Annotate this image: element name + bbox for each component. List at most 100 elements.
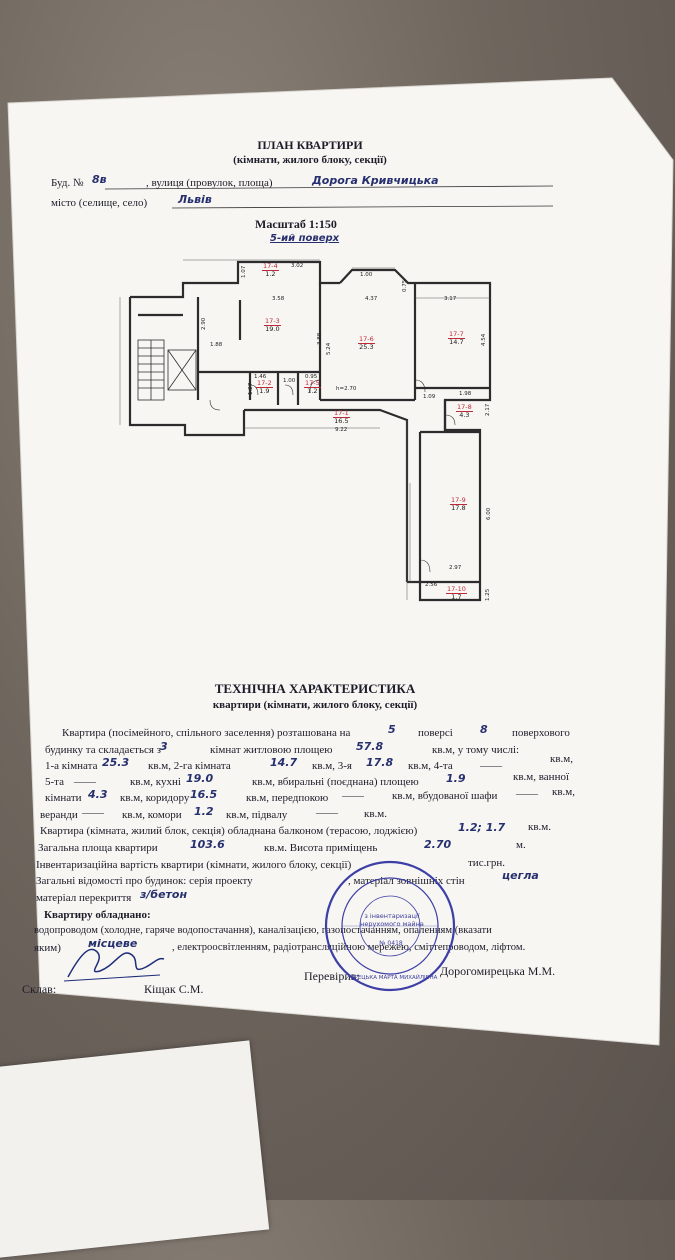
dim-label: 1.88 [210,342,223,348]
height-value: 2.70 [424,838,452,851]
dim-label: 2.90 [201,317,207,330]
tech-text: веранди [40,809,78,821]
dim-label: 2.56 [425,582,438,588]
ceiling-material-value: з/бетон [140,888,188,901]
paper-and-plan-drawing [7,77,674,1046]
plan-subtitle: (кімнати, жилого блоку, секції) [233,154,387,166]
room4-area-value: —— [480,760,502,772]
dim-label: 1.00 [283,378,296,384]
kitchen-area-value: 19.0 [186,772,214,785]
dim-label: 9.22 [335,427,348,433]
tech-text: Загальні відомості про будинок: серія пр… [36,875,253,887]
dim-label: 2.97 [449,565,462,571]
floors-total-value: 8 [480,723,488,736]
tech-text: яким) [34,942,61,954]
dim-label: 3.58 [272,296,285,302]
dim-label: 1.00 [360,272,373,278]
stamp-number: № 0418 [379,940,403,947]
dim-label: 6.00 [486,507,492,520]
dim-label: h=2.70 [336,386,357,392]
tech-text: Загальна площа квартири [38,842,158,854]
plan-scale: Масштаб 1:150 [255,217,337,231]
official-stamp [324,860,456,992]
wc-area-value: 1.9 [446,772,466,785]
city-value: Львів [178,193,212,206]
balcony-area-value: 1.2; 1.7 [458,821,506,834]
tech-text: кв.м, підвалу [226,809,288,821]
bath-area-value: 4.3 [88,788,108,801]
dim-label: 0.75 [402,279,408,292]
tech-text: кв.м, ванної [513,771,570,783]
dim-label: 3.88 [317,332,323,345]
tech-text: кв.м, вбиральні (поєднана) площею [252,776,419,788]
tech-text: водопроводом (холодне, гаряче водопостач… [34,925,492,936]
tech-text: кв.м. Висота приміщень [264,842,378,854]
tech-title: ТЕХНІЧНА ХАРАКТЕРИСТИКА [214,681,416,696]
tech-text: м. [516,839,526,851]
tech-text: Інвентаризаційна вартість квартири (кімн… [36,859,352,871]
dim-label: 1.09 [423,394,436,400]
veranda-area-value: —— [82,807,104,819]
drew-name: Кіщак С.М. [144,982,204,996]
tech-subtitle: квартири (кімнати, жилого блоку, секції) [212,699,418,711]
tech-text: кв.м, [552,786,575,798]
building-number-value: 8в [92,173,107,186]
stamp-center-text: з інвентаризації нерухомого майна [360,912,424,928]
basement-area-value: —— [316,807,338,819]
equipment-heading: Квартиру обладнано: [44,909,151,921]
drew-label: Склав: [22,982,57,996]
dim-label: 1.25 [485,588,491,601]
tech-text: 5-та [45,776,64,788]
closet-area-value: —— [516,788,538,800]
heating-value: місцеве [88,937,138,950]
tech-text: поверсі [418,727,453,739]
walls-material-value: цегла [502,869,539,882]
rooms-count-value: 3 [160,740,168,753]
stairs-symbol [137,339,197,401]
dim-label: 1.07 [241,265,247,278]
room1-area-value: 25.3 [102,756,130,769]
dim-label: 1.46 [254,374,267,380]
dim-label: 1.98 [459,391,472,397]
dim-label: 5.24 [326,342,332,355]
tech-text: кв.м, у тому числі: [432,744,520,756]
plan-title: ПЛАН КВАРТИРИ [257,138,363,152]
dim-label: 4.54 [481,333,487,346]
room3-area-value: 17.8 [366,756,394,769]
tech-text: , електроосвітленням, радіотрансляційною… [172,942,526,953]
tech-text: кв.м. [364,808,387,820]
hall-area-value: —— [342,790,364,802]
tech-text: кв.м, 2-га кімната [148,760,231,772]
corridor-area-value: 16.5 [190,788,218,801]
building-number-label: Буд. № [51,177,84,189]
tech-text: кімнати [45,792,82,804]
storage-area-value: 1.2 [194,805,214,818]
tech-text: тис.грн. [468,857,505,869]
city-label: місто (селище, село) [51,197,148,209]
tech-text: кв.м, коридору [120,792,190,804]
signature-scribble [63,948,165,982]
tech-text: 1-а кімната [45,760,98,772]
room2-area-value: 14.7 [270,756,298,769]
dim-label: 4.37 [365,296,378,302]
stamp-ring-text: ЯРЕЦЬКА МАРТА МИХАЙЛІВНА [350,975,438,981]
plan-floor: 5-ий поверх [270,233,340,244]
tech-text: матеріал перекриття [36,892,132,904]
tech-text: кв.м. [528,821,551,833]
floor-value: 5 [388,723,396,736]
tech-text: кімнат житловою площею [210,744,333,756]
tech-text: будинку та складається з [45,744,162,756]
tech-text: кв.м, передпокою [246,792,329,804]
dim-label: 3.17 [444,296,457,302]
tech-text: кв.м, 4-та [408,760,453,772]
tech-text: кв.м, вбудованої шафи [392,790,498,802]
